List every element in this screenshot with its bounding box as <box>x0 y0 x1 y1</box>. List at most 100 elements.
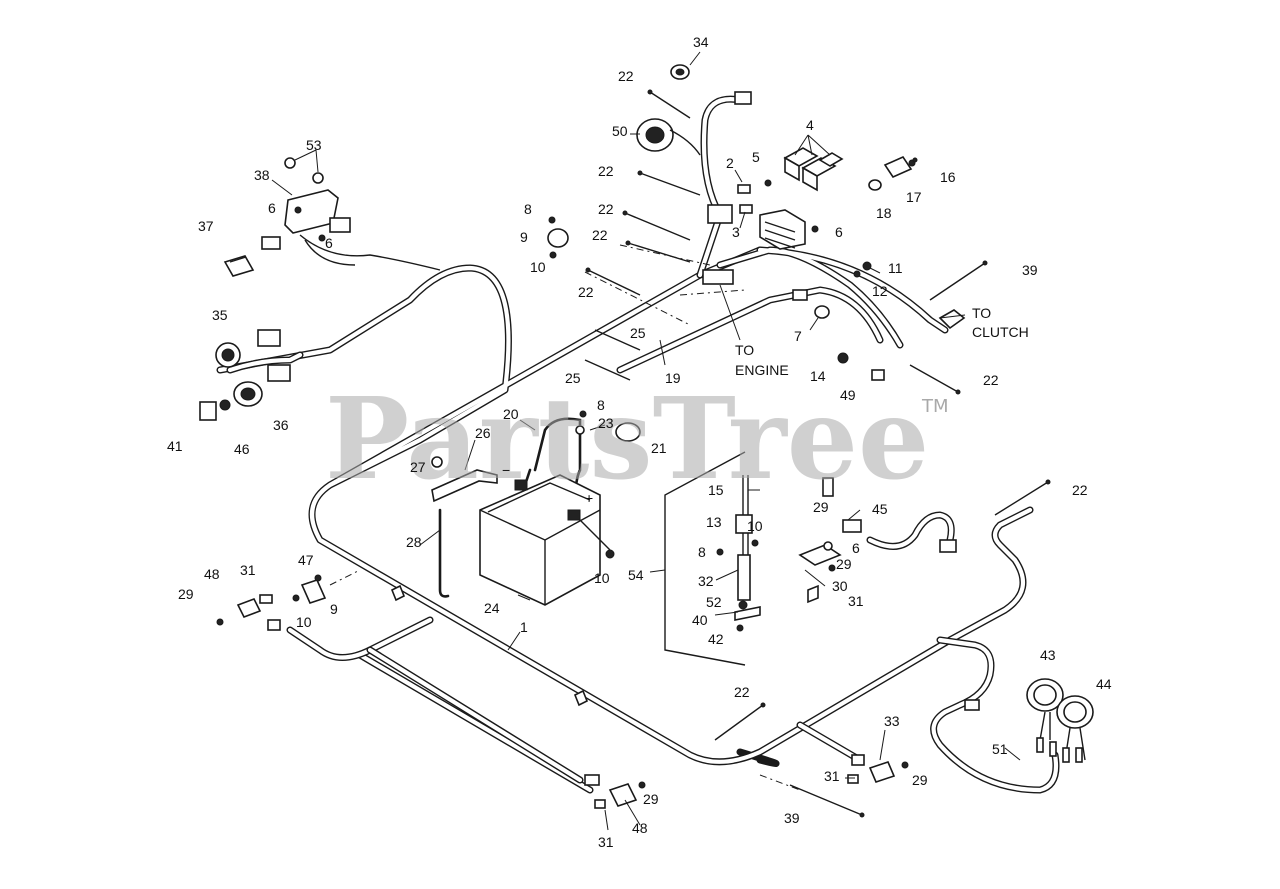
switch-part-48b <box>584 774 646 809</box>
callout-36: 36 <box>273 417 289 433</box>
callout-13: 13 <box>706 514 722 530</box>
battery-part-24 <box>479 474 615 606</box>
callout-22: 22 <box>578 284 594 300</box>
callout-47: 47 <box>298 552 314 568</box>
callout-21: 21 <box>651 440 667 456</box>
callout-42: 42 <box>708 631 724 647</box>
sensor-part-17 <box>868 155 918 191</box>
callout-17: 17 <box>906 189 922 205</box>
callout-46: 46 <box>234 441 250 457</box>
callout-10: 10 <box>530 259 546 275</box>
callout-49: 49 <box>840 387 856 403</box>
callout-22: 22 <box>598 201 614 217</box>
callout-29: 29 <box>912 772 928 788</box>
buzzer-part-50 <box>636 118 701 156</box>
main-harness-loop <box>216 246 1034 794</box>
fuse-block <box>759 179 819 250</box>
callout-29: 29 <box>178 586 194 602</box>
leader-lines <box>271 51 1021 831</box>
callout-40: 40 <box>692 612 708 628</box>
callout-31: 31 <box>824 768 840 784</box>
callout-2: 2 <box>726 155 734 171</box>
callout-53: 53 <box>306 137 322 153</box>
callout-15: 15 <box>708 482 724 498</box>
callout-8: 8 <box>524 201 532 217</box>
callout-8: 8 <box>597 397 605 413</box>
callout-9: 9 <box>520 229 528 245</box>
callout-10: 10 <box>594 570 610 586</box>
callout-6: 6 <box>835 224 843 240</box>
seat-mount-outline <box>664 451 746 666</box>
callout-labels: 34 22 50 4 5 2 22 16 17 18 53 38 6 6 37 … <box>167 34 1112 850</box>
callout-4: 4 <box>806 117 814 133</box>
callout-52: 52 <box>706 594 722 610</box>
callout-32: 32 <box>698 573 714 589</box>
callout-1: 1 <box>520 619 528 635</box>
note-to-engine-line2: ENGINE <box>735 362 789 378</box>
note-to-clutch-line1: TO <box>972 305 991 321</box>
callout-50: 50 <box>612 123 628 139</box>
callout-43: 43 <box>1040 647 1056 663</box>
seat-switch-part-32 <box>716 475 761 632</box>
relays-part-4 <box>783 147 844 192</box>
callout-41: 41 <box>167 438 183 454</box>
callout-22: 22 <box>592 227 608 243</box>
callout-33: 33 <box>884 713 900 729</box>
gauge-terminals <box>964 699 1083 763</box>
callout-12: 12 <box>872 283 888 299</box>
callout-10: 10 <box>296 614 312 630</box>
callout-48: 48 <box>632 820 648 836</box>
callout-38: 38 <box>254 167 270 183</box>
callout-11: 11 <box>888 260 903 276</box>
clip-part-47 <box>292 574 327 604</box>
callout-9: 9 <box>330 601 338 617</box>
callout-20: 20 <box>503 406 519 422</box>
switch-part-37 <box>223 255 255 277</box>
callout-3: 3 <box>732 224 740 240</box>
callout-54: 54 <box>628 567 644 583</box>
switch-part-41 <box>199 399 231 421</box>
callout-6: 6 <box>268 200 276 216</box>
ignition-part-36 <box>233 381 263 407</box>
harness-clips <box>390 584 589 707</box>
gauge-branch <box>796 636 1060 794</box>
note-to-engine-line1: TO <box>735 342 754 358</box>
dash-harness <box>226 234 441 374</box>
callout-48: 48 <box>204 566 220 582</box>
callout-6: 6 <box>325 235 333 251</box>
callout-28: 28 <box>406 534 422 550</box>
seat-switch-branch <box>866 511 955 550</box>
switch-part-33 <box>847 754 909 784</box>
callout-37: 37 <box>198 218 214 234</box>
bolt-part-14 <box>837 352 885 381</box>
callout-22: 22 <box>734 684 750 700</box>
callout-24: 24 <box>484 600 500 616</box>
callout-31: 31 <box>598 834 614 850</box>
callout-25: 25 <box>565 370 581 386</box>
seat-switch-part-30 <box>798 477 957 604</box>
battery-positive-sign: + <box>585 490 593 506</box>
gauge-part-43 <box>1026 678 1064 741</box>
note-to-clutch-line2: CLUTCH <box>972 324 1029 340</box>
bracket-part-38 <box>261 157 351 250</box>
callout-19: 19 <box>665 370 681 386</box>
callout-35: 35 <box>212 307 228 323</box>
callout-22: 22 <box>983 372 999 388</box>
switch-part-35 <box>215 329 291 382</box>
callout-7: 7 <box>794 328 802 344</box>
clip-part-34 <box>670 64 690 80</box>
battery-cables <box>523 410 641 507</box>
battery-negative-sign: − <box>502 462 510 478</box>
callout-30: 30 <box>832 578 848 594</box>
callout-39: 39 <box>1022 262 1038 278</box>
callout-45: 45 <box>872 501 888 517</box>
callout-10: 10 <box>747 518 763 534</box>
connector-part-7 <box>792 289 830 319</box>
callout-14: 14 <box>810 368 826 384</box>
callout-39: 39 <box>784 810 800 826</box>
callout-29: 29 <box>813 499 829 515</box>
holddown-part-26 <box>431 456 498 598</box>
gauge-part-44 <box>1056 695 1094 761</box>
callout-44: 44 <box>1096 676 1112 692</box>
